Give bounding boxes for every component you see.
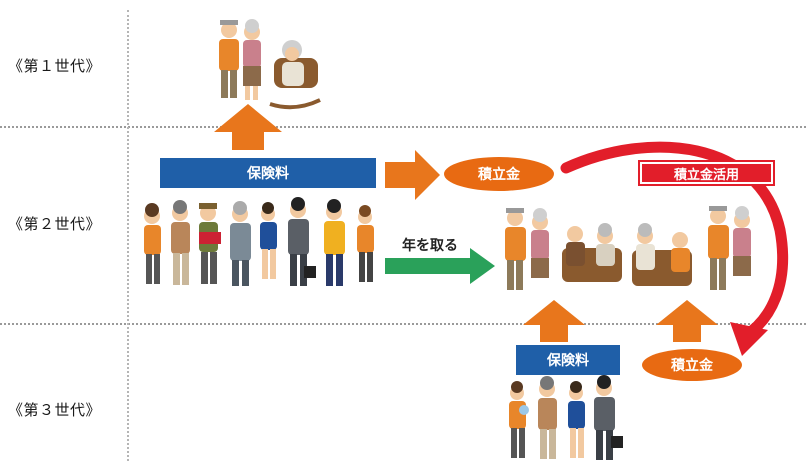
- curved-red-arrow-icon: [560, 141, 789, 342]
- rocking-chair-icon: [269, 40, 321, 110]
- premium-label-bottom: 保険料: [547, 353, 589, 369]
- workers-group-icon: [144, 197, 374, 286]
- premium-bar-bottom: 保険料: [516, 345, 620, 375]
- generation-label-3: 《第３世代》: [8, 401, 102, 419]
- generation-divider-2: [0, 323, 806, 325]
- right-arrow-icon: [385, 150, 440, 200]
- elderly-couple-icon: [219, 19, 261, 100]
- reserve-utilization-box: 積立金活用: [638, 160, 775, 186]
- green-right-arrow-icon: [385, 248, 495, 284]
- up-arrow-icon: [214, 104, 282, 150]
- reserve-oval-top: 積立金: [444, 157, 554, 191]
- reserve-oval-bottom: 積立金: [642, 349, 742, 381]
- reserve-label-bottom: 積立金: [671, 358, 713, 374]
- reserve-label-top: 積立金: [478, 167, 520, 183]
- generation-label-1: 《第１世代》: [8, 57, 102, 75]
- family-group-icon: [509, 375, 623, 460]
- premium-bar-top: 保険料: [160, 158, 376, 188]
- elderly-group-icon: [505, 206, 751, 290]
- generation-divider-1: [0, 126, 806, 128]
- red-arrowhead-icon: [730, 322, 768, 356]
- premium-label-top: 保険料: [247, 166, 289, 182]
- reserve-utilization-label: 積立金活用: [673, 167, 739, 183]
- aging-label: 年を取る: [402, 238, 458, 254]
- label-column-divider: [127, 10, 129, 461]
- up-arrow-icon: [656, 300, 718, 342]
- generation-label-2: 《第２世代》: [8, 215, 102, 233]
- up-arrow-icon: [523, 300, 585, 342]
